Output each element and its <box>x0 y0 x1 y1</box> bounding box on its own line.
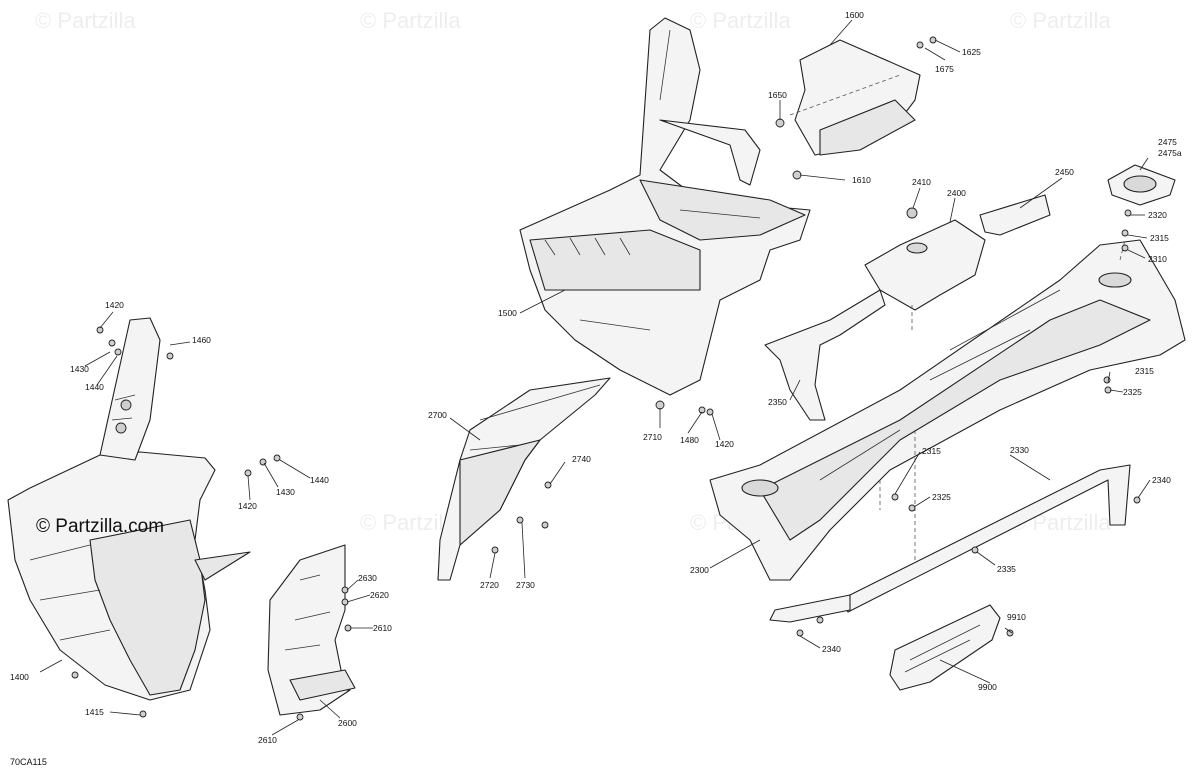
callout-label: 9910 <box>1007 612 1026 622</box>
callout-label: 1500 <box>498 308 517 318</box>
callout-label: 2700 <box>428 410 447 420</box>
side-trim <box>764 289 886 421</box>
callout-label: 1600 <box>845 10 864 20</box>
callout-label: 2610 <box>258 735 277 745</box>
watermark: © Partzilla <box>360 8 461 33</box>
watermark: © Partzilla <box>35 8 136 33</box>
callout-label: 2310 <box>1148 254 1167 264</box>
callout-label: 1430 <box>70 364 89 374</box>
fasteners <box>71 36 1141 721</box>
callout-label: 2315 <box>1135 366 1154 376</box>
lower-plate <box>889 604 1001 691</box>
callout-label: 2320 <box>1148 210 1167 220</box>
callout-labels: 1400 1415 1420 1430 1440 1460 1420 1430 … <box>10 10 1182 745</box>
callout-label: 2730 <box>516 580 535 590</box>
callout-label: 2720 <box>480 580 499 590</box>
support-bar <box>769 464 1131 623</box>
callout-label: 1430 <box>276 487 295 497</box>
callout-label: 2710 <box>643 432 662 442</box>
callout-label: 1610 <box>852 175 871 185</box>
center-side-panel <box>437 377 611 581</box>
callout-label: 2330 <box>1010 445 1029 455</box>
callout-label: 1440 <box>85 382 104 392</box>
callout-label: 2340 <box>822 644 841 654</box>
lower-inner-panel <box>267 544 356 716</box>
callout-label: 2325 <box>932 492 951 502</box>
front-left-panel <box>7 317 251 701</box>
center-console <box>709 239 1186 581</box>
callout-label: 2620 <box>370 590 389 600</box>
callout-label: 9900 <box>978 682 997 692</box>
callout-label: 1650 <box>768 90 787 100</box>
callout-label: 2300 <box>690 565 709 575</box>
callout-label: 2630 <box>358 573 377 583</box>
callout-label: 2325 <box>1123 387 1142 397</box>
leader-lines <box>39 19 1151 736</box>
callout-label: 2315 <box>922 446 941 456</box>
callout-label: 2610 <box>373 623 392 633</box>
callout-label: 1420 <box>105 300 124 310</box>
console-cover <box>979 194 1051 236</box>
callout-label: 2315 <box>1150 233 1169 243</box>
watermark: © Partzilla <box>690 8 791 33</box>
watermark: © Partzilla <box>1010 8 1111 33</box>
callout-label: 2600 <box>338 718 357 728</box>
callout-label: 2400 <box>947 188 966 198</box>
upper-bracket <box>789 39 921 156</box>
callout-label: 2475a <box>1158 148 1182 158</box>
figure-code: 70CA115 <box>10 757 47 767</box>
callout-label: 1480 <box>680 435 699 445</box>
cup-holder-insert <box>1107 164 1176 206</box>
callout-label: 1675 <box>935 64 954 74</box>
callout-label: 2475 <box>1158 137 1177 147</box>
storage-bin <box>864 219 986 330</box>
callout-label: 2450 <box>1055 167 1074 177</box>
dashboard-assembly <box>519 17 811 396</box>
callout-label: 1440 <box>310 475 329 485</box>
callout-label: 2335 <box>997 564 1016 574</box>
callout-label: 1460 <box>192 335 211 345</box>
callout-label: 2410 <box>912 177 931 187</box>
brand-watermark: © Partzilla.com <box>36 516 164 537</box>
callout-label: 2740 <box>572 454 591 464</box>
callout-label: 1420 <box>715 439 734 449</box>
callout-label: 2350 <box>768 397 787 407</box>
callout-label: 1415 <box>85 707 104 717</box>
callout-label: 2340 <box>1152 475 1171 485</box>
callout-label: 1400 <box>10 672 29 682</box>
callout-label: 1420 <box>238 501 257 511</box>
callout-label: 1625 <box>962 47 981 57</box>
